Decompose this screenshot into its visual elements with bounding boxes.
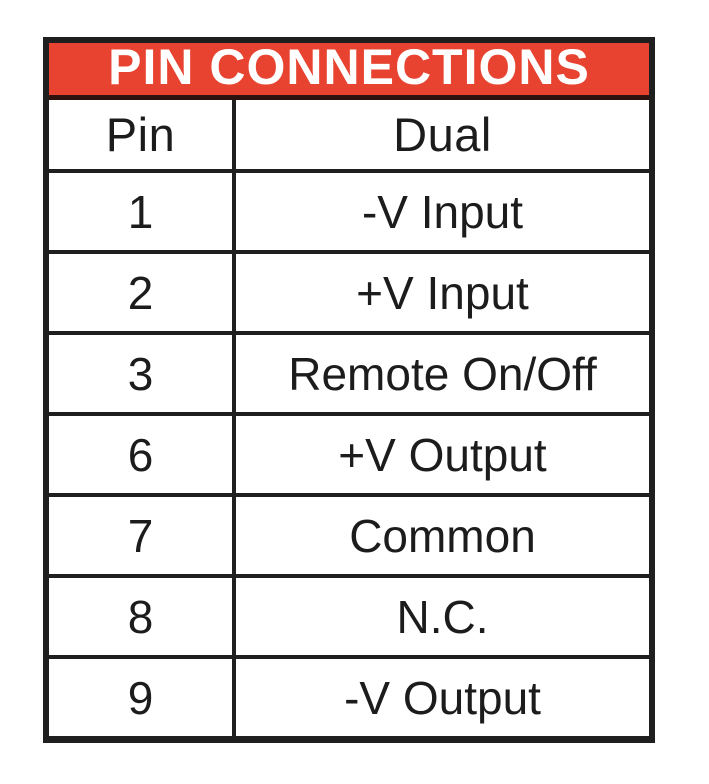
dual-cell: Common: [349, 509, 536, 562]
pin-cell: 6: [49, 416, 236, 493]
table-row: 7 Common: [49, 497, 649, 578]
pin-cell: 9: [49, 659, 236, 736]
table-row: 9 -V Output: [49, 659, 649, 736]
column-header-row: Pin Dual: [49, 100, 649, 173]
table-title: PIN CONNECTIONS: [108, 39, 590, 95]
pin-connections-table: PIN CONNECTIONS Pin Dual 1 -V Input 2 +V…: [43, 37, 655, 743]
dual-cell: Remote On/Off: [288, 347, 597, 400]
pin-cell: 1: [49, 173, 236, 250]
table-row: 6 +V Output: [49, 416, 649, 497]
table-row: 1 -V Input: [49, 173, 649, 254]
table-title-bar: PIN CONNECTIONS: [49, 39, 649, 100]
column-header-dual: Dual: [393, 108, 492, 161]
table-row: 3 Remote On/Off: [49, 335, 649, 416]
pin-cell: 8: [49, 578, 236, 655]
table-row: 2 +V Input: [49, 254, 649, 335]
table-row: 8 N.C.: [49, 578, 649, 659]
dual-cell: +V Input: [356, 266, 529, 319]
dual-cell: -V Input: [361, 185, 524, 238]
dual-cell: -V Output: [344, 671, 541, 724]
dual-cell: +V Output: [338, 428, 547, 481]
pin-cell: 7: [49, 497, 236, 574]
pin-cell: 2: [49, 254, 236, 331]
pin-cell: 3: [49, 335, 236, 412]
column-header-pin: Pin: [49, 100, 236, 169]
dual-cell: N.C.: [396, 590, 489, 643]
